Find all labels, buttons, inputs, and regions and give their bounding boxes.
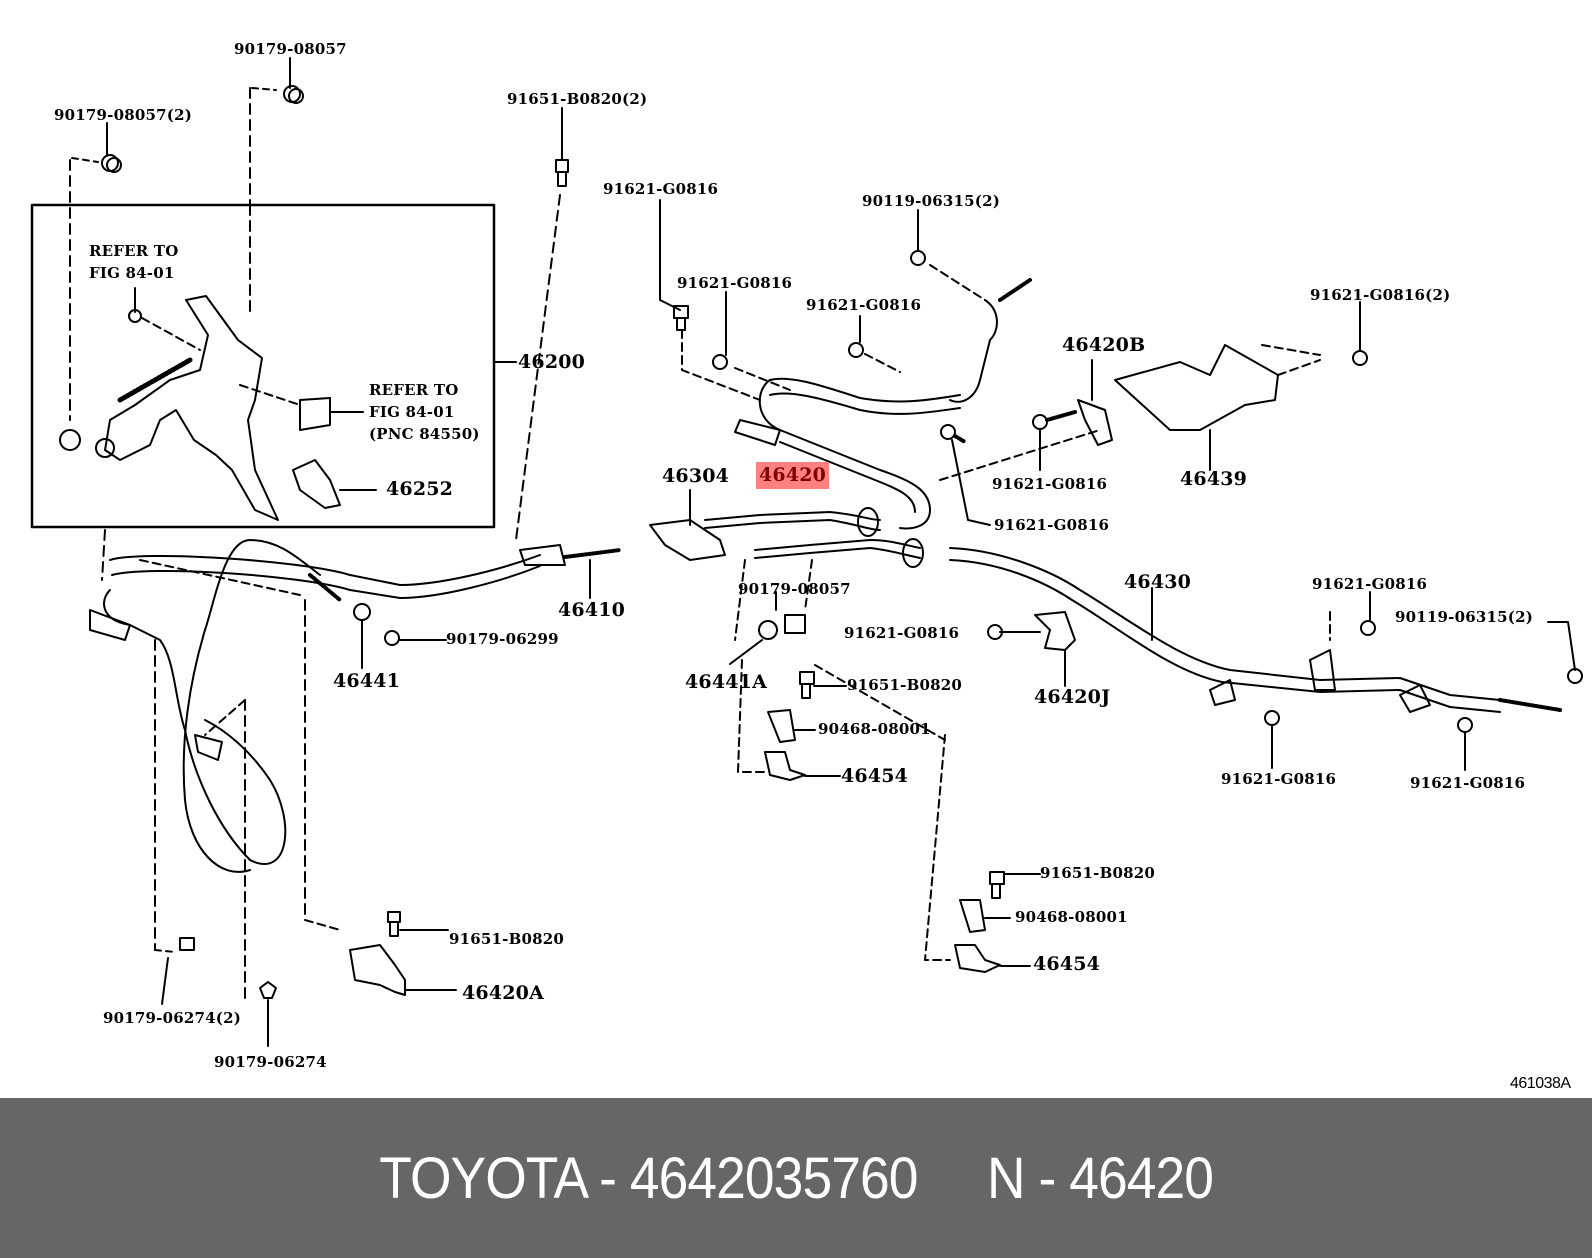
part-label-91651-b0820-qty2[interactable]: 91651-B0820(2) <box>507 90 648 108</box>
part-label-46441a[interactable]: 46441A <box>685 671 768 693</box>
refer-note-fig-84-01: REFER TO FIG 84-01 <box>89 242 179 282</box>
part-label-46304[interactable]: 46304 <box>662 465 730 487</box>
part-label-91621-g0816[interactable]: 91621-G0816 <box>1312 575 1428 593</box>
part-label-91621-g0816-qty2[interactable]: 91621-G0816(2) <box>1310 286 1451 304</box>
diagram-linework <box>30 57 1583 1047</box>
pedal-assembly-frame <box>30 203 496 529</box>
footer-part-title: TOYOTA - 4642035760 N - 46420 <box>379 1145 1214 1211</box>
part-label-91621-g0816[interactable]: 91621-G0816 <box>994 516 1110 534</box>
part-label-46439[interactable]: 46439 <box>1180 468 1248 490</box>
refer-note-pnc-84550: REFER TO FIG 84-01 (PNC 84550) <box>369 381 480 443</box>
part-label-90179-08057[interactable]: 90179-08057 <box>738 580 851 598</box>
part-label-91621-g0816[interactable]: 91621-G0816 <box>677 274 793 292</box>
part-label-46410[interactable]: 46410 <box>558 599 626 621</box>
part-label-90179-06274[interactable]: 90179-06274 <box>214 1053 327 1071</box>
part-label-46420j[interactable]: 46420J <box>1034 686 1111 708</box>
footer-banner: TOYOTA - 4642035760 N - 46420 <box>0 1098 1592 1258</box>
part-label-91651-b0820[interactable]: 91651-B0820 <box>847 676 963 694</box>
part-label-91621-g0816[interactable]: 91621-G0816 <box>1410 774 1526 792</box>
part-label-90119-06315-qty2[interactable]: 90119-06315(2) <box>862 192 1001 210</box>
part-label-91651-b0820[interactable]: 91651-B0820 <box>1040 864 1156 882</box>
part-label-90179-06274-qty2[interactable]: 90179-06274(2) <box>103 1009 242 1027</box>
part-label-91621-g0816[interactable]: 91621-G0816 <box>1221 770 1337 788</box>
part-label-91621-g0816[interactable]: 91621-G0816 <box>844 624 960 642</box>
figure-id: 461038A <box>1510 1075 1571 1092</box>
part-label-46454[interactable]: 46454 <box>1033 953 1101 975</box>
part-label-46200[interactable]: 46200 <box>518 351 586 373</box>
part-label-46420-highlighted[interactable]: 46420 <box>756 462 830 489</box>
part-label-90468-08001[interactable]: 90468-08001 <box>818 720 931 738</box>
part-label-46454[interactable]: 46454 <box>841 765 909 787</box>
part-label-91621-g0816[interactable]: 91621-G0816 <box>806 296 922 314</box>
part-label-46420a[interactable]: 46420A <box>462 982 545 1004</box>
part-label-91651-b0820[interactable]: 91651-B0820 <box>449 930 565 948</box>
part-label-46252[interactable]: 46252 <box>386 478 454 500</box>
part-label-91621-g0816[interactable]: 91621-G0816 <box>603 180 719 198</box>
part-label-90119-06315-qty2[interactable]: 90119-06315(2) <box>1395 608 1534 626</box>
part-label-90179-08057-qty2[interactable]: 90179-08057(2) <box>54 106 193 124</box>
part-label-46430[interactable]: 46430 <box>1124 571 1192 593</box>
parts-diagram: 90179-08057 90179-08057(2) REFER TO FIG … <box>30 40 1583 1092</box>
part-label-90179-08057[interactable]: 90179-08057 <box>234 40 347 58</box>
part-label-91621-g0816[interactable]: 91621-G0816 <box>992 475 1108 493</box>
part-label-90468-08001[interactable]: 90468-08001 <box>1015 908 1128 926</box>
part-label-46420b[interactable]: 46420B <box>1062 334 1146 356</box>
part-label-46441[interactable]: 46441 <box>333 670 401 692</box>
part-label-90179-06299[interactable]: 90179-06299 <box>446 630 559 648</box>
